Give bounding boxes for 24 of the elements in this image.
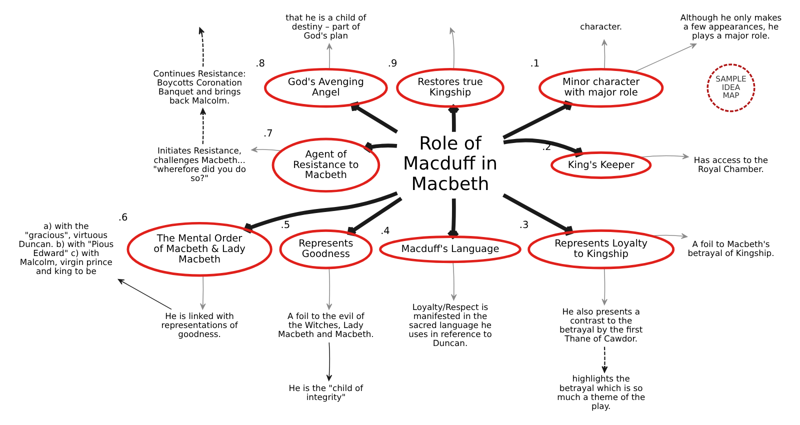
- node-text: that he is a child of destiny – part of God's plan: [285, 12, 366, 41]
- node-label: .5: [280, 220, 290, 231]
- node-label: .2: [542, 142, 551, 153]
- node-text: Loyalty/Respect is manifested in the sacred language he uses in reference to Duncan.: [408, 302, 492, 348]
- node-label: .9: [387, 58, 397, 70]
- node-text: a) with the "gracious", virtuous Duncan. b) with "Pious Edward" c) with Malcolm, virgin prince and king to be: [18, 220, 114, 276]
- node-label: .8: [255, 58, 264, 70]
- node-text: A foil to Macbeth's betrayal of Kingship.: [687, 238, 774, 258]
- node-label: .6: [118, 212, 128, 224]
- node-label: .1: [530, 58, 540, 70]
- node-text: Initiates Resistance, challenges Macbeth... "wherefore did you do so?": [152, 146, 246, 183]
- node-text: Continues Resistance: Boycotts Coronation Banquet and brings back Malcolm.: [152, 68, 246, 106]
- node-text: He is linked with representations of goodness.: [160, 310, 238, 340]
- node-text: He also presents a contrast to the betrayal by the first Thane of Cawdor.: [559, 306, 642, 344]
- node-label: .3: [518, 220, 528, 231]
- node-text: Although he only makes a few appearances, he plays a major role.: [680, 12, 782, 41]
- node-text: A foil to the evil of the Witches, Lady Macbeth and Macbeth.: [278, 310, 374, 340]
- node-text: character.: [580, 21, 622, 32]
- node-text: highlights the betrayal which is so much a theme of the play.: [556, 374, 645, 411]
- node-text: He is the "child of integrity": [288, 382, 363, 402]
- node-text: Has access to the Royal Chamber.: [693, 154, 768, 174]
- node-label: .7: [263, 128, 272, 140]
- node-label: .4: [380, 226, 390, 238]
- node-text: Role of Macduff in Macbeth: [402, 133, 498, 195]
